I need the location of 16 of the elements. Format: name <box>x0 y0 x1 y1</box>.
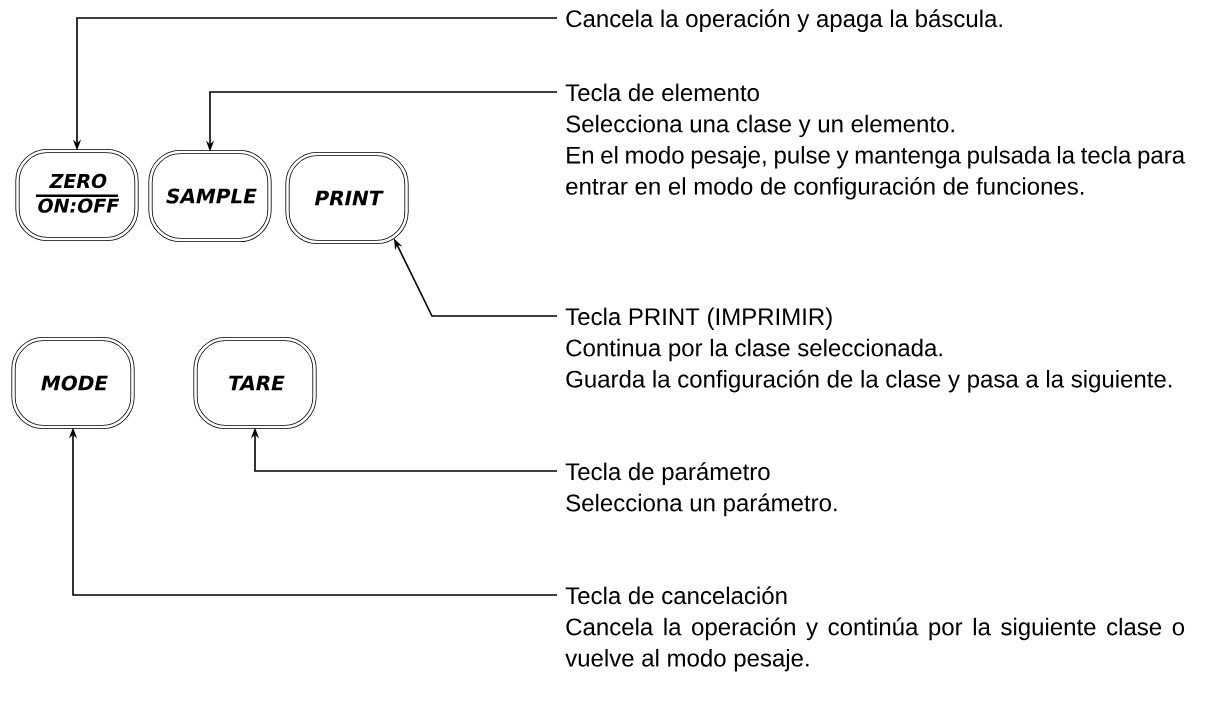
description-text: Tecla PRINT (IMPRIMIR) <box>565 307 832 330</box>
description-text: Cancela la operación y apaga la báscula. <box>566 9 1002 32</box>
key-button: TARE <box>193 336 317 430</box>
key-button: SAMPLE <box>148 149 272 243</box>
description-text: Tecla de elemento <box>565 83 759 102</box>
description-text: En el modo pesaje, pulse y mantenga pulsada la tecla para entrar en el modo de configuración de funciones. <box>566 146 1186 200</box>
key-button: ZERO ON:OFF <box>15 148 139 242</box>
description-text: Continua por la clase seleccionada. <box>566 338 942 362</box>
description-text: Guarda la configuración de la clase y pasa a la siguiente. <box>566 369 1172 393</box>
description-text: Tecla de parámetro <box>565 462 770 485</box>
key-button: MODE <box>11 336 135 430</box>
description-text: Selecciona una clase y un elemento. <box>566 114 954 138</box>
description-text: Tecla de cancelación <box>565 586 787 605</box>
description-text: Selecciona un parámetro. <box>566 493 837 517</box>
description-text: Cancela la operación y continúa por la siguiente clase o vuelve al modo pesaje. <box>565 617 1185 672</box>
key-button: PRINT <box>285 151 409 245</box>
